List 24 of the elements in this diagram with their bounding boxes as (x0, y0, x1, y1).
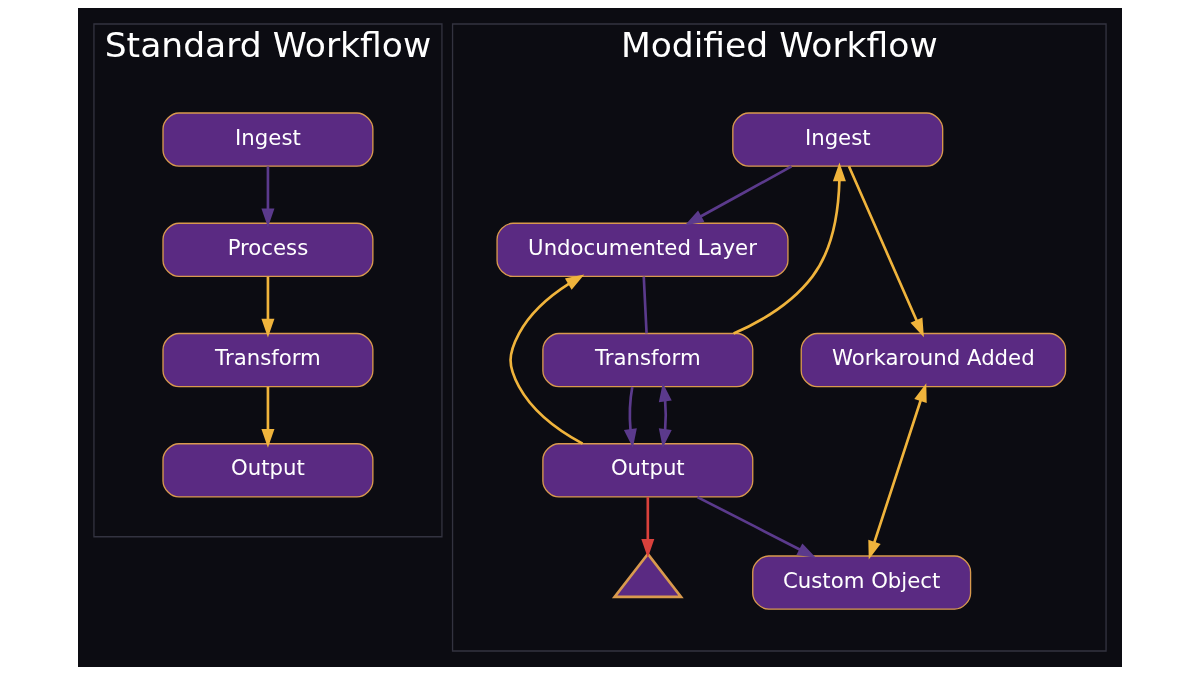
arrow (684, 165, 793, 226)
arrow (261, 276, 275, 338)
node-box: Process (162, 222, 374, 278)
arrow (261, 386, 275, 448)
node-box: Ingest (162, 112, 374, 167)
arrow (261, 166, 275, 228)
node-box: Transform (542, 332, 754, 388)
node-box: Output (542, 443, 754, 498)
arrow (658, 382, 672, 448)
arrow (623, 386, 637, 448)
node-box: Custom Object (752, 555, 972, 610)
node-box: Workaround Added (800, 332, 1067, 388)
node-triangle (611, 551, 684, 599)
node-box: Transform (162, 332, 374, 388)
node-box: Undocumented Layer (496, 222, 789, 278)
arrow (696, 495, 816, 558)
node-box: Output (162, 443, 374, 498)
arrow (868, 383, 927, 560)
arrow (641, 497, 655, 558)
arrow (733, 162, 846, 335)
arrow (847, 165, 924, 338)
node-box: Ingest (732, 112, 944, 167)
connector (642, 276, 648, 334)
arrow (509, 274, 585, 445)
